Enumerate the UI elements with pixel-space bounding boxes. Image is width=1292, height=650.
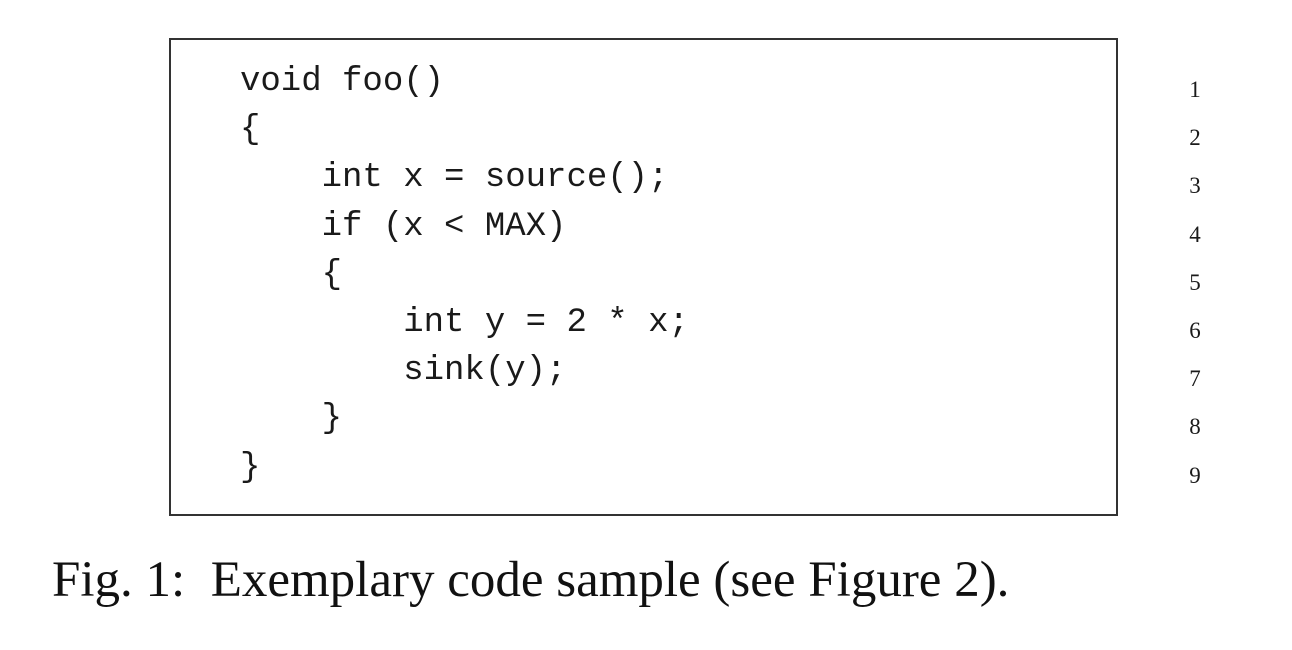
code-line: } bbox=[240, 400, 343, 439]
line-number: 6 bbox=[1189, 317, 1201, 343]
caption-label: Fig. 1: bbox=[52, 552, 186, 608]
code-line: if (x < MAX) bbox=[240, 207, 567, 246]
line-number: 3 bbox=[1189, 173, 1201, 199]
caption-text: Exemplary code sample (see Figure 2). bbox=[210, 552, 1010, 608]
code-line: int y = 2 * x; bbox=[240, 303, 689, 342]
code-line: } bbox=[240, 448, 261, 487]
caption-spacer bbox=[185, 552, 211, 608]
line-number: 8 bbox=[1189, 414, 1201, 440]
line-number: 4 bbox=[1189, 221, 1201, 247]
line-number: 7 bbox=[1189, 366, 1201, 392]
code-line: int x = source(); bbox=[240, 159, 669, 198]
line-number: 1 bbox=[1189, 77, 1201, 102]
line-number: 2 bbox=[1189, 125, 1201, 151]
figure-caption: Fig. 1: Exemplary code sample (see Figur… bbox=[52, 550, 1009, 610]
code-line: void foo() bbox=[240, 63, 445, 101]
code-listing-frame bbox=[169, 38, 1118, 516]
line-number: 5 bbox=[1189, 269, 1201, 295]
code-line: { bbox=[240, 111, 261, 150]
line-number: 9 bbox=[1189, 462, 1201, 488]
code-line: { bbox=[240, 255, 343, 294]
code-listing: void foo() { int x = source(); if (x < M… bbox=[240, 58, 689, 492]
line-number-gutter: 1 2 3 4 5 6 7 8 9 bbox=[1180, 66, 1210, 500]
code-line: sink(y); bbox=[240, 352, 567, 391]
